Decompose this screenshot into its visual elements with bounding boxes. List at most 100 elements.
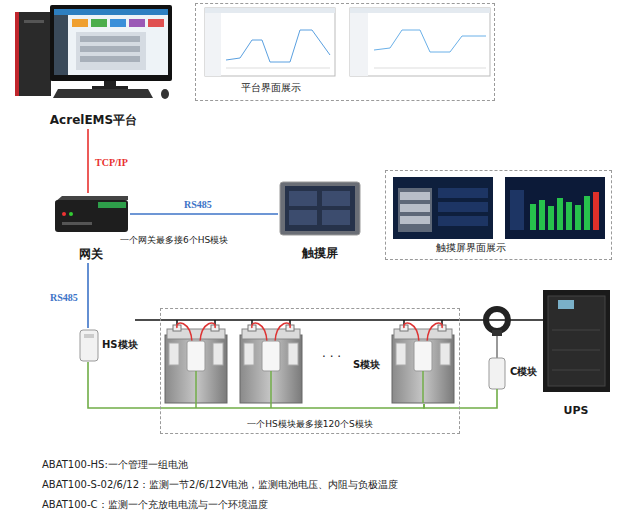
node-label: 触摸屏 [302, 246, 338, 260]
footnote-text: ABAT100-S-02/6/12：监测一节2/6/12V电池，监测电池电压、内… [42, 479, 398, 491]
battery-node: S模块 [349, 326, 455, 404]
computer [91, 19, 107, 27]
platform-screenshots [205, 13, 221, 76]
computer [54, 9, 168, 15]
platform-screenshots [226, 68, 330, 69]
footnote-text: ABAT100-C：监测一个充放电电流与一个环境温度 [42, 499, 268, 511]
touchscreen-screenshots [398, 188, 432, 232]
computer [50, 5, 172, 81]
batteries [165, 323, 454, 408]
node-label: C模块 [510, 366, 537, 378]
current-clamp [486, 309, 508, 331]
computer [72, 19, 88, 27]
gateway-device [98, 202, 126, 208]
computer [15, 12, 51, 96]
ellipsis-mark: · · · [322, 350, 341, 364]
computer [129, 19, 145, 27]
computer [161, 89, 169, 99]
power-line [135, 319, 543, 321]
computer [110, 19, 126, 27]
node-label: 一个HS模块最多接120个S模块 [247, 419, 372, 430]
note-text: 一个网关最多接6个HS模块 [120, 235, 228, 246]
connector [424, 389, 497, 408]
connector [130, 213, 278, 215]
touchscreen-screenshots [539, 200, 545, 230]
ups-node: UPS [538, 288, 614, 418]
computer [54, 9, 168, 75]
node-label: UPS [564, 404, 589, 417]
touchscreen-device [322, 191, 350, 206]
hs-module [84, 334, 94, 338]
node-label: HS模块 [102, 339, 138, 351]
touchscreen-screenshots [530, 204, 536, 230]
hs-module [80, 330, 98, 361]
hs-module [80, 330, 98, 361]
computer [15, 12, 19, 96]
current-clamp [492, 330, 502, 336]
touchscreen-screenshots [400, 192, 430, 200]
touchscreen-device [289, 191, 317, 206]
computer [15, 5, 172, 99]
platform-screenshots [374, 68, 486, 69]
computer [104, 81, 116, 86]
module-node: C模块 [486, 355, 546, 389]
touchscreen-screenshots [438, 216, 488, 226]
power-line [135, 320, 543, 326]
battery-group: 一个HS模块最多接120个S模块 S模块 [160, 308, 460, 434]
current-clamp [496, 336, 498, 358]
touchscreen-screenshots [438, 202, 488, 212]
touchscreen-device [280, 182, 360, 235]
platform-screenshots [350, 8, 490, 13]
computer [53, 89, 153, 98]
gateway-device [69, 212, 73, 216]
platform-screenshots [350, 13, 368, 76]
computer-node: AcrelEMS平台 [15, 3, 172, 129]
footnote-text: ABAT100-HS:一个管理一组电池 [42, 459, 188, 471]
touchscreen-device [322, 210, 350, 225]
current-clamp [489, 358, 505, 389]
batteries [240, 323, 302, 403]
touchscreen-screenshots [510, 190, 524, 230]
touchscreen-screenshots [566, 202, 572, 230]
module-node: HS模块 [78, 328, 148, 362]
touchscreen-screenshots [438, 188, 488, 198]
batteries [165, 323, 227, 403]
node-label: AcrelEMS平台 [50, 113, 137, 127]
ups-cabinet [552, 350, 600, 351]
touchscreen-screenshots [584, 196, 590, 230]
touchscreen-screenshots [393, 177, 605, 239]
touchscreen-screenshots [400, 204, 430, 212]
platform-screenshots [205, 8, 490, 76]
connector [87, 129, 89, 193]
touchscreen-screenshots [393, 177, 493, 239]
touchscreen-screenshots [557, 198, 563, 230]
screenshot-panel: 平台界面展示 [195, 3, 495, 101]
ups-cabinet [552, 370, 600, 371]
touchscreen-screenshots [593, 192, 599, 230]
touchscreen-screenshots [575, 205, 581, 230]
ups-cabinet [558, 300, 574, 309]
touchscreen-device [280, 182, 360, 235]
gateway-device [55, 196, 128, 232]
ups-cabinet [543, 290, 610, 392]
computer [92, 86, 128, 89]
computer [76, 32, 146, 70]
computer [80, 56, 140, 62]
touchscreen-screenshots [400, 216, 430, 224]
platform-screenshots [205, 8, 335, 76]
platform-screenshots [374, 30, 486, 52]
node-label: S模块 [353, 359, 380, 371]
signal-label: RS485 [50, 292, 78, 304]
touchscreen-device [289, 210, 317, 225]
touchscreen-node: 触摸屏 [278, 180, 362, 262]
current-clamp [486, 309, 508, 389]
node-label: 平台界面展示 [241, 82, 301, 94]
computer [80, 46, 140, 52]
connector [87, 263, 89, 328]
computer [80, 36, 140, 42]
touchscreen-screenshots [505, 177, 605, 239]
platform-screenshots [226, 30, 330, 62]
platform-screenshots [350, 8, 490, 76]
platform-screenshots [205, 8, 335, 13]
